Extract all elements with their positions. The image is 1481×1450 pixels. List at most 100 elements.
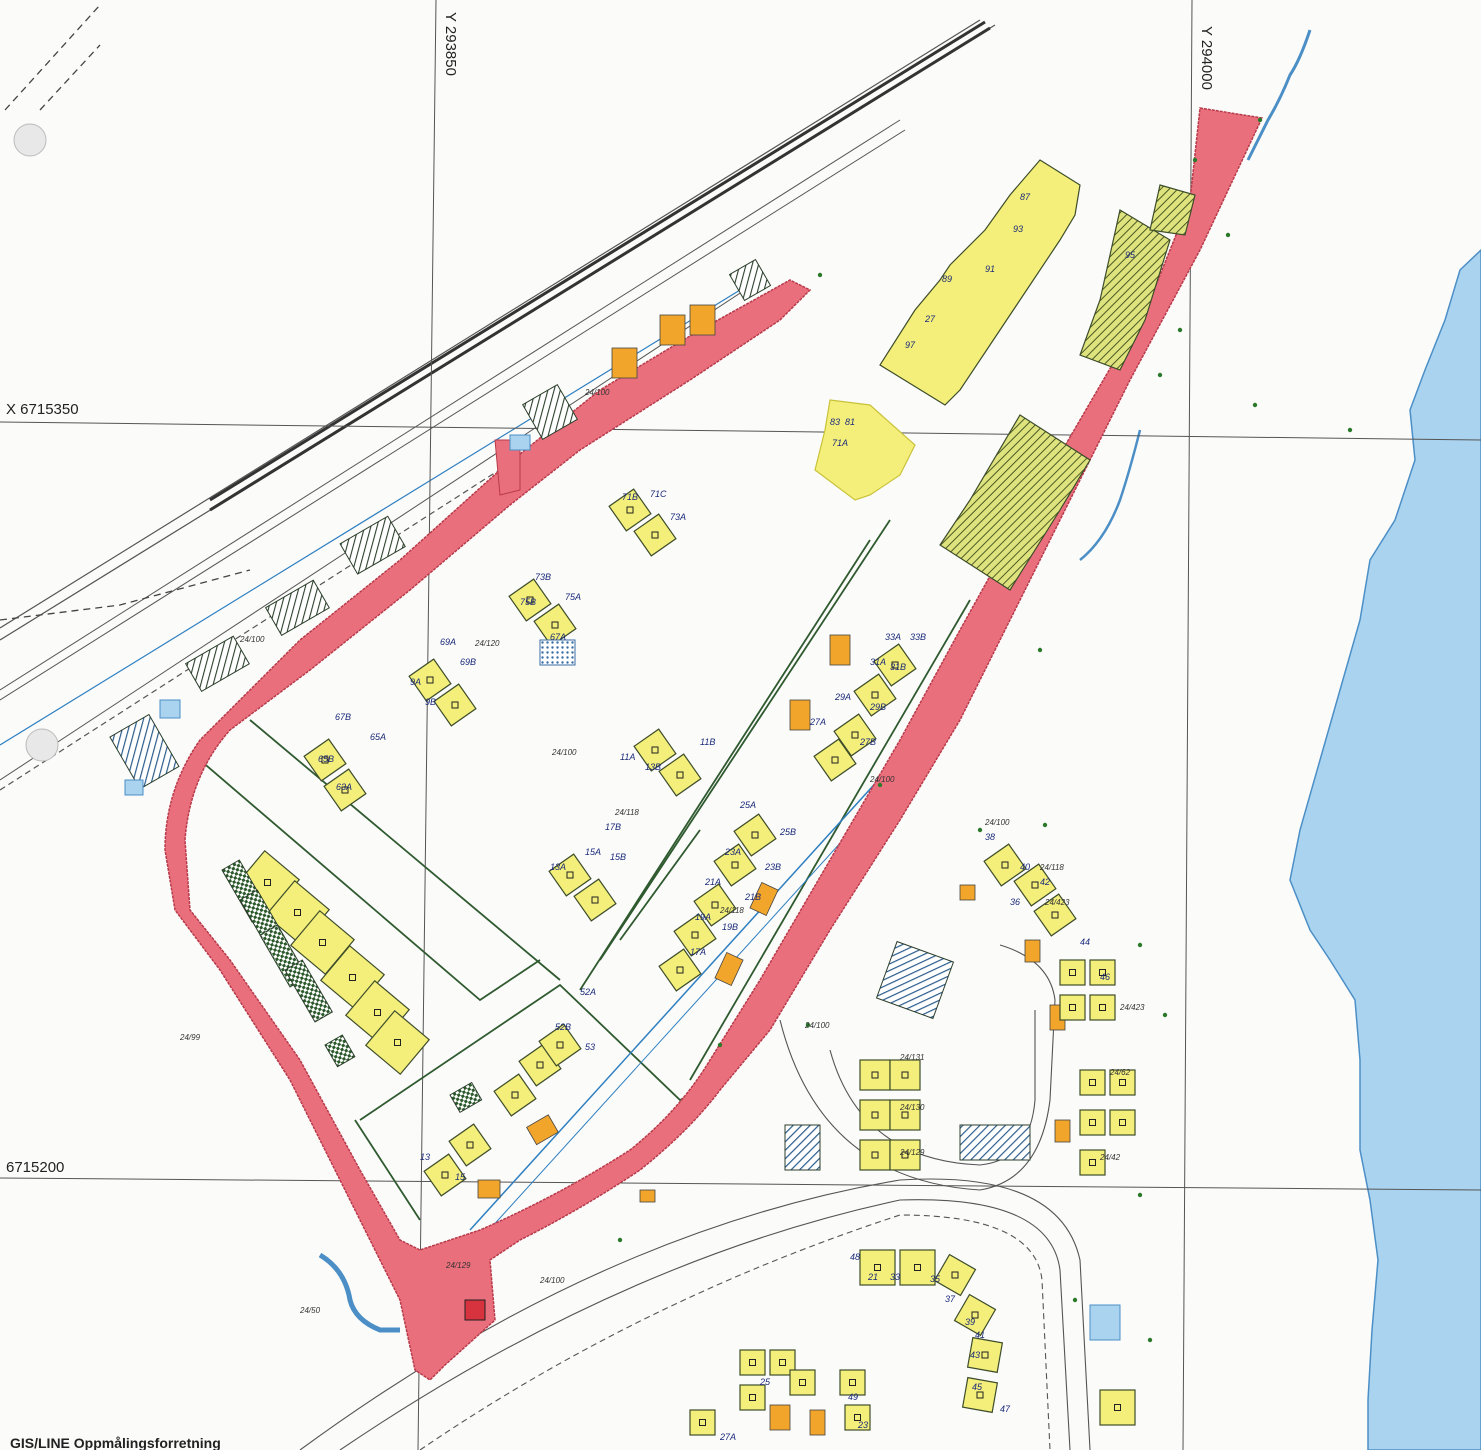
parcel-label: 24/118 [614, 808, 639, 817]
building-label: 17B [605, 822, 621, 832]
parcel-label: 24/100 [239, 635, 265, 644]
residential-building [608, 488, 652, 532]
garden-patch [324, 1034, 356, 1068]
building-label: 25B [779, 827, 796, 837]
building-label: 38 [985, 832, 995, 842]
building-label: 29B [869, 702, 886, 712]
residential-building [733, 813, 777, 857]
building-marker-icon [1089, 1119, 1096, 1126]
building-label: 36 [1010, 897, 1020, 907]
stream-east [1079, 429, 1142, 561]
red-marker [464, 1299, 486, 1321]
residential-building [1079, 1069, 1106, 1096]
residential-building [1079, 1149, 1106, 1176]
building-label: 42 [1040, 877, 1050, 887]
building-label: 21B [744, 892, 761, 902]
residential-building [633, 728, 677, 772]
building-label: 31A [870, 657, 886, 667]
building-label: 73A [670, 512, 686, 522]
building-label: 13B [645, 762, 661, 772]
parcel-label: 24/423 [1119, 1003, 1145, 1012]
building-marker-icon [591, 896, 599, 904]
building-label: 52B [555, 1022, 571, 1032]
survey-point-icon [1257, 117, 1263, 123]
residential-building [533, 603, 577, 647]
rail-dark-2 [209, 26, 991, 512]
building-marker-icon [466, 1141, 474, 1149]
survey-point-icon [1192, 157, 1198, 163]
residential-building [408, 658, 452, 702]
dashed-boundary-top [0, 4, 251, 621]
building-label: 53 [585, 1042, 595, 1052]
building-marker-icon [1051, 911, 1059, 919]
building-marker-icon [851, 731, 859, 739]
building-marker-icon [426, 676, 434, 684]
residential-building [899, 1249, 936, 1286]
building-marker-icon [349, 974, 356, 981]
building-marker-icon [691, 931, 699, 939]
building-marker-icon [901, 1151, 909, 1159]
survey-point-icon [1072, 1297, 1078, 1303]
building-marker-icon [779, 1359, 786, 1366]
building-label: 45 [972, 1382, 983, 1392]
building-marker-icon [321, 756, 329, 764]
parcel-label: 24/129 [899, 1148, 925, 1157]
circle-marker-icon [13, 123, 47, 157]
building-label: 21 [867, 1272, 878, 1282]
building-marker-icon [976, 1391, 984, 1399]
residential-building [889, 1099, 921, 1131]
survey-point-icon [1157, 372, 1163, 378]
pools [124, 434, 1121, 1341]
building-label: 43 [970, 1350, 980, 1360]
building-marker-icon [749, 1359, 756, 1366]
parcel-label: 24/129 [445, 1261, 471, 1270]
building-marker-icon [341, 786, 349, 794]
building-label: 97 [905, 340, 916, 350]
residential-building [859, 1059, 891, 1091]
coord-x-top: X 6715350 [6, 401, 79, 418]
residential-building [673, 913, 717, 957]
residential-building [423, 1153, 467, 1197]
building-label: 27B [859, 737, 876, 747]
residential-building [1109, 1109, 1136, 1136]
building-label: 27A [719, 1432, 736, 1442]
building-label: 13 [420, 1152, 430, 1162]
building-label: 9A [410, 677, 421, 687]
building-marker-icon [566, 871, 574, 879]
building-label: 23 [857, 1420, 868, 1430]
residential-building [1089, 994, 1116, 1021]
building-marker-icon [626, 506, 634, 514]
building-label: 46 [1100, 972, 1110, 982]
residential-building [859, 1099, 891, 1131]
building-marker-icon [676, 771, 684, 779]
survey-point-icon [1252, 402, 1258, 408]
building-label: 15 [455, 1172, 466, 1182]
building-marker-icon [394, 1039, 401, 1046]
garden-patch [284, 959, 334, 1023]
parcel-label: 24/100 [539, 1276, 565, 1285]
buildings-industrial [814, 159, 1196, 591]
buildings-hatched [109, 258, 1031, 1171]
survey-point-icon [1147, 1337, 1153, 1343]
survey-point-icon [717, 1042, 723, 1048]
building-label: 63A [336, 782, 352, 792]
building-label: 87 [1020, 192, 1031, 202]
residential-building [813, 738, 857, 782]
building-marker-icon [1114, 1404, 1121, 1411]
building-marker-icon [651, 531, 659, 539]
survey-point-icon [1137, 942, 1143, 948]
building-label: 93 [1013, 224, 1023, 234]
building-marker-icon [1069, 969, 1076, 976]
building-marker-icon [971, 1311, 979, 1319]
building-marker-icon [1089, 1079, 1096, 1086]
residential-building [508, 578, 552, 622]
residential-building [889, 1059, 921, 1091]
building-label: 75A [565, 592, 581, 602]
building-label: 91 [985, 264, 995, 274]
building-marker-icon [536, 1061, 544, 1069]
residential-building [693, 883, 737, 927]
building-label: 47 [1000, 1404, 1011, 1414]
survey-point-icon [877, 782, 883, 788]
building-marker-icon [711, 901, 719, 909]
residential-building [1079, 1109, 1106, 1136]
